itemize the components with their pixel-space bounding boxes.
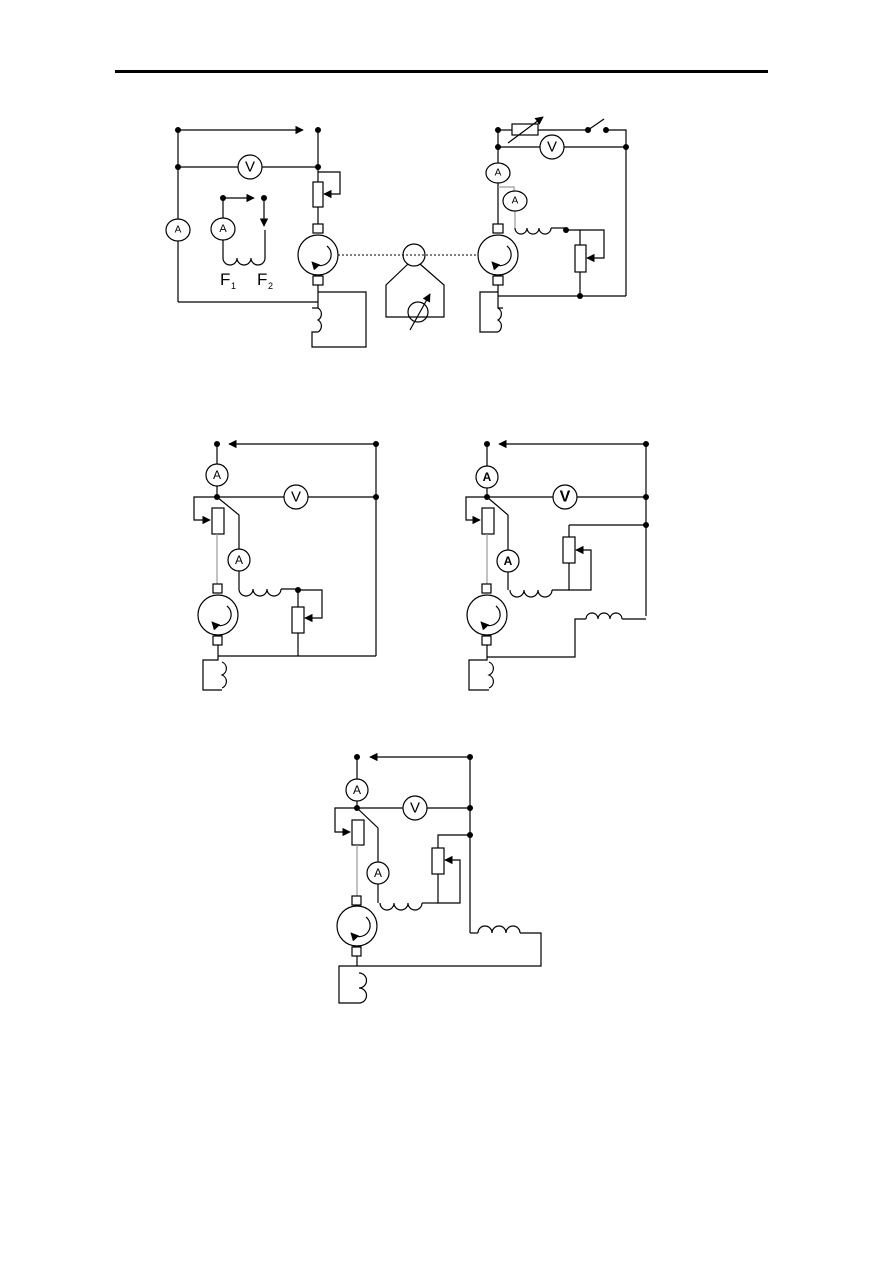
ammeter-icon: A <box>227 548 251 572</box>
header-rule <box>115 70 768 73</box>
voltmeter-icon: V <box>402 795 428 821</box>
voltmeter-icon: V <box>539 134 565 160</box>
ammeter-label: A <box>235 553 243 567</box>
voltmeter-label: V <box>547 139 557 156</box>
ammeter-label: A <box>353 783 361 797</box>
ammeter-label: A <box>175 225 182 236</box>
voltmeter-icon: V <box>237 154 263 180</box>
voltmeter-icon: V <box>283 484 309 510</box>
field-terminal-1-label: F <box>220 270 230 289</box>
field-terminal-2-subscript: 2 <box>268 281 273 291</box>
ammeter-icon: A <box>485 162 511 184</box>
voltmeter-label: V <box>245 159 255 176</box>
ammeter-label: A <box>495 168 502 179</box>
voltmeter-label: V <box>291 489 301 506</box>
diagram-1-left-circuit <box>175 125 478 348</box>
voltmeter-label: V <box>560 489 571 506</box>
diagram-3-circuit <box>465 439 649 691</box>
ammeter-label: A <box>512 196 519 207</box>
ammeter-label: A <box>374 866 382 880</box>
prime-mover-icon <box>385 243 445 331</box>
diagram-4-circuit <box>334 752 542 1004</box>
ammeter-label: A <box>213 468 221 482</box>
ammeter-icon: A <box>496 549 520 573</box>
voltmeter-label: V <box>410 800 420 817</box>
ammeter-icon: A <box>475 465 499 489</box>
ammeter-icon: A <box>205 463 229 487</box>
voltmeter-icon: V <box>552 484 578 510</box>
ammeter-label: A <box>483 470 492 484</box>
ammeter-label: A <box>504 554 513 568</box>
field-terminal-2-label: F <box>257 270 267 289</box>
field-terminal-1-subscript: 1 <box>231 281 236 291</box>
diagram-1-right-circuit <box>477 116 629 333</box>
diagram-2-circuit <box>193 439 379 691</box>
ammeter-icon: A <box>502 190 528 212</box>
ammeter-icon: A <box>345 778 369 802</box>
ammeter-icon: A <box>366 861 390 885</box>
ammeter-label: A <box>219 223 227 235</box>
ammeter-icon: A <box>210 217 236 241</box>
ammeter-icon: A <box>165 218 191 242</box>
